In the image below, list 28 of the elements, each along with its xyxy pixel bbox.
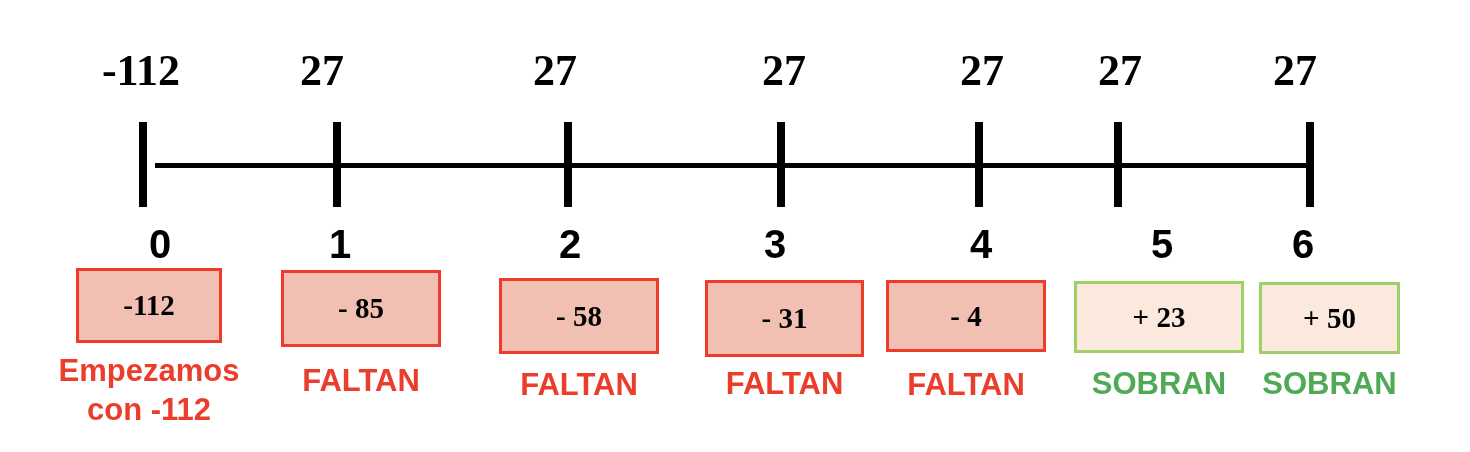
period-number: 5 — [1150, 224, 1174, 264]
status-label: SOBRAN — [1091, 365, 1227, 403]
cash-flow-value: 27 — [960, 49, 1004, 93]
value-box: -112 — [76, 268, 222, 343]
status-label: FALTAN — [302, 362, 420, 400]
cash-flow-value: 27 — [1098, 49, 1142, 93]
cash-flow-value: -112 — [101, 49, 181, 93]
period-number: 3 — [763, 224, 787, 264]
status-label: FALTAN — [520, 366, 638, 404]
period-number: 4 — [969, 224, 993, 264]
status-label: Empezamos con -112 — [58, 352, 240, 429]
value-box: - 85 — [281, 270, 441, 347]
period-number: 2 — [558, 224, 582, 264]
value-box: - 58 — [499, 278, 659, 354]
cash-flow-value: 27 — [533, 49, 577, 93]
status-label: SOBRAN — [1262, 365, 1397, 403]
status-label: FALTAN — [725, 365, 844, 403]
cash-flow-value: 27 — [300, 49, 344, 93]
cash-flow-value: 27 — [762, 49, 806, 93]
period-number: 6 — [1291, 224, 1315, 264]
cash-flow-value: 27 — [1273, 49, 1317, 93]
value-box: - 4 — [886, 280, 1046, 352]
value-box: + 23 — [1074, 281, 1244, 353]
value-box: + 50 — [1259, 282, 1400, 354]
period-number: 1 — [328, 224, 352, 264]
period-number: 0 — [148, 224, 172, 264]
value-box: - 31 — [705, 280, 864, 357]
status-label: FALTAN — [907, 366, 1025, 404]
